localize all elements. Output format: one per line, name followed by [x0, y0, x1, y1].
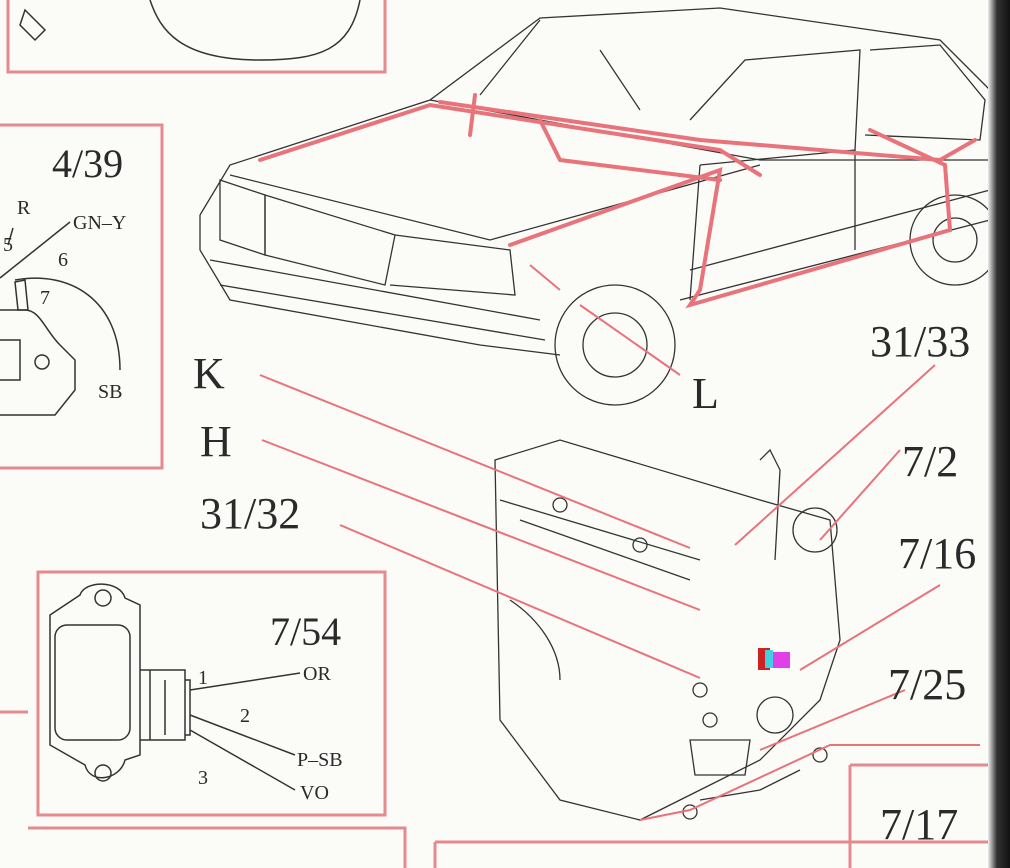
box-4-39-frame [0, 123, 164, 470]
box-7-54-title: 7/54 [270, 609, 342, 654]
wire-label-gn-y: GN–Y [73, 212, 127, 234]
pin-label-6: 6 [58, 249, 68, 271]
callout-lines [259, 264, 980, 821]
pin-label-3: 3 [198, 767, 208, 789]
box-7-54-frame [36, 570, 387, 817]
wiring-harness [258, 93, 977, 309]
bottom-box-left-frame [28, 826, 407, 868]
bottom-box-right-frame [433, 840, 1010, 868]
callout-31-32: 31/32 [200, 489, 301, 538]
pin-label-7: 7 [40, 287, 50, 309]
top-component-sketch [19, 0, 361, 61]
callout-7-21: 7/2 [902, 437, 959, 486]
callout-h: H [200, 417, 232, 466]
engine-drawing [494, 439, 841, 821]
scan-edge-shadow [988, 0, 1010, 868]
wire-label-p-sb: P–SB [297, 749, 343, 771]
top-left-box-frame [6, 0, 387, 74]
sensor-7-54-drawing [49, 583, 301, 791]
callout-7-17: 7/17 [880, 800, 959, 849]
callout-7-25: 7/25 [888, 660, 967, 709]
pin-label-1: 1 [198, 667, 208, 689]
callout-l: L [692, 369, 719, 418]
box-7-17-frame [848, 763, 1010, 868]
connector-cyan-mark [765, 650, 773, 668]
wire-label-sb: SB [98, 381, 123, 403]
connector-magenta-mark [772, 652, 790, 668]
connector-4-39-drawing [0, 221, 121, 416]
wire-label-or: OR [303, 663, 331, 685]
pin-label-2: 2 [240, 705, 250, 727]
pin-label-r: R [17, 197, 31, 219]
callout-k: K [193, 349, 225, 398]
callout-7-16: 7/16 [898, 529, 977, 578]
pin-label-5: 5 [3, 234, 13, 256]
wire-label-vo: VO [300, 782, 329, 804]
callout-31-33: 31/33 [870, 317, 971, 366]
box-4-39-title: 4/39 [52, 141, 124, 186]
